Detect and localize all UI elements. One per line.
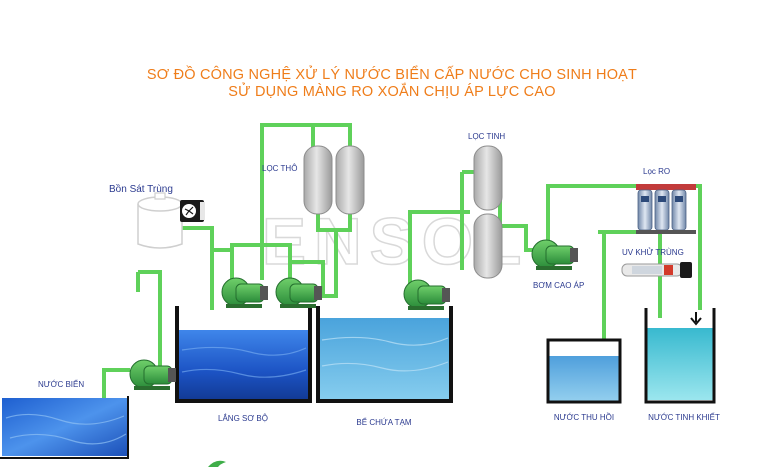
temp-tank-water: [318, 318, 451, 400]
label-high-pressure-pump: BƠM CAO ÁP: [533, 281, 584, 290]
label-ro-filter: Lọc RO: [643, 167, 670, 176]
reject-tank-water: [548, 356, 620, 401]
coarse-filter-vessels: [303, 145, 365, 215]
centrifugal-pump-icon: [129, 359, 176, 390]
temp-tank-waves: [321, 336, 449, 372]
filter-vessel-icon: [473, 213, 503, 279]
title-line-2: SỬ DỤNG MÀNG RO XOẮN CHỊU ÁP LỰC CAO: [228, 82, 555, 100]
pipe-coarse-return: [288, 260, 325, 296]
label-reject-water: NƯỚC THU HỒI: [554, 412, 614, 422]
seawater-edge: [0, 396, 129, 459]
label-settling-tank: LẮNG SƠ BỘ: [218, 414, 268, 423]
label-coarse-filter: LỌC THÔ: [262, 164, 297, 173]
label-sterilizer-tank: Bồn Sát Trùng: [109, 183, 173, 195]
label-pure-water: NƯỚC TINH KHIẾT: [648, 412, 720, 422]
fine-filter-vessels: [473, 145, 503, 279]
dosing-pump-icon: [180, 200, 205, 222]
logo-fragment: [208, 460, 226, 467]
pipe-fine-out: [498, 176, 540, 252]
pipe-intake: [102, 368, 130, 400]
title-line-1: SƠ ĐỒ CÔNG NGHỆ XỬ LÝ NƯỚC BIỂN CẤP NƯỚC…: [147, 65, 637, 83]
label-uv-sterilizer: UV KHỬ TRÙNG: [622, 248, 684, 257]
label-fine-filter: LỌC TINH: [468, 132, 505, 141]
uv-lamp-icon: [621, 262, 692, 278]
temp-tank-wall: [316, 306, 453, 403]
filter-vessel-icon: [303, 145, 333, 215]
pipe-to-fine: [408, 210, 470, 300]
label-seawater: NƯỚC BIỂN: [38, 380, 84, 389]
settling-tank-waves: [181, 346, 307, 378]
settling-tank-water: [177, 330, 310, 400]
label-temp-tank: BỂ CHỨA TẠM: [356, 418, 411, 427]
pure-tank-water: [646, 328, 714, 400]
reject-tank-wall: [546, 338, 622, 404]
filter-vessel-icon: [335, 145, 365, 215]
sterilizer-tank: [137, 192, 183, 249]
centrifugal-pump-icon: [403, 279, 450, 310]
pipe-to-coarse: [260, 123, 352, 280]
settling-tank-wall: [175, 306, 312, 403]
ro-membrane-vessels: [636, 184, 696, 234]
centrifugal-pump-icon: [275, 277, 322, 308]
pipe-to-ro: [546, 184, 702, 310]
seawater-body: [2, 398, 128, 456]
pure-tank-wall: [644, 308, 716, 404]
seawater-waves: [5, 413, 127, 445]
high-pressure-pump-icon: [531, 239, 578, 270]
inlet-arrow-icon: [690, 312, 702, 326]
pipe-dosing: [178, 226, 214, 310]
centrifugal-pump-icon: [221, 277, 268, 308]
filter-vessel-icon: [473, 145, 503, 211]
pipe-to-settling: [138, 270, 162, 370]
